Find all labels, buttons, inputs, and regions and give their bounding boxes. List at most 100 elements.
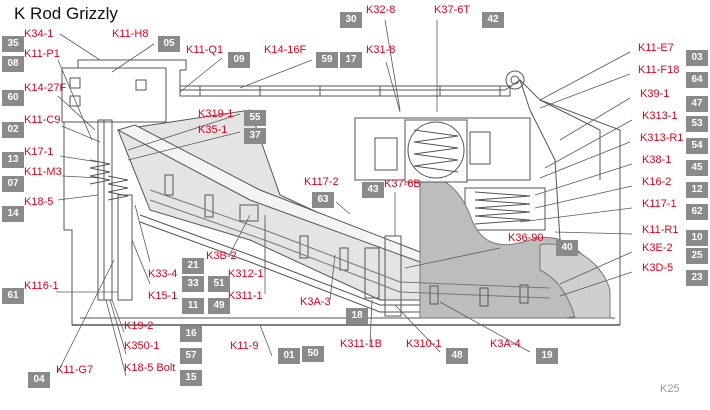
leader-line-17	[385, 61, 401, 113]
callout-number-60: 60	[2, 90, 24, 106]
main-frame-outline	[63, 59, 621, 325]
support-springs	[474, 191, 531, 225]
callout-number-08: 08	[2, 56, 24, 72]
callout-code-k3a-3: K3A-3	[300, 296, 331, 308]
lifting-eye	[505, 70, 525, 90]
leader-line-21	[229, 214, 251, 255]
callout-number-03: 03	[686, 50, 708, 66]
callout-number-02: 02	[2, 122, 24, 138]
leader-line-02	[61, 125, 101, 143]
callout-code-k11-p1: K11-P1	[24, 48, 60, 60]
callout-code-k310-1: K310-1	[406, 338, 442, 350]
callout-number-57: 57	[180, 348, 202, 364]
callout-code-k313-r1: K313-R1	[640, 132, 684, 144]
leader-line-18	[329, 254, 336, 301]
callout-number-45: 45	[686, 160, 708, 176]
callout-number-30: 30	[340, 12, 362, 28]
callout-number-11: 11	[182, 298, 204, 314]
leader-line-19	[439, 301, 531, 353]
callout-code-k18-5-bolt: K18-5 Bolt	[124, 362, 176, 374]
callout-code-k319-1: K319-1	[198, 108, 234, 120]
leader-line-40	[404, 247, 501, 269]
leader-line-62	[519, 207, 633, 223]
leader-line-54	[539, 141, 631, 179]
callout-number-43: 43	[362, 182, 384, 198]
callout-code-k38-1: K38-1	[642, 154, 672, 166]
leader-line-03	[539, 51, 631, 101]
callout-number-12: 12	[686, 182, 708, 198]
leader-line-33	[134, 204, 151, 263]
callout-code-k37-6t: K37-6T	[434, 4, 471, 16]
callout-number-64: 64	[686, 72, 708, 88]
vibrator-springs	[404, 119, 468, 183]
callout-number-50: 50	[302, 346, 324, 362]
callout-number-23: 23	[686, 270, 708, 286]
callout-code-k37-6b: K37-6B	[384, 178, 421, 190]
callout-number-42: 42	[482, 12, 504, 28]
leader-line-13	[59, 155, 99, 163]
callout-code-k14-16f: K14-16F	[264, 44, 307, 56]
callout-code-k33-4: K33-4	[148, 268, 178, 280]
leader-line-63	[335, 201, 351, 215]
callout-number-54: 54	[686, 138, 708, 154]
callout-code-k31-8: K31-8	[366, 44, 396, 56]
leader-line-25	[559, 251, 633, 285]
leader-line-53	[544, 119, 633, 169]
callout-code-k117-2: K117-2	[304, 176, 339, 188]
callout-number-19: 19	[536, 348, 558, 364]
callout-number-15: 15	[180, 370, 202, 386]
callout-number-14: 14	[2, 206, 24, 222]
callout-number-21: 21	[182, 258, 204, 274]
callout-code-k15-1: K15-1	[148, 290, 178, 302]
diagram-title: K Rod Grizzly	[14, 4, 118, 23]
callout-number-16: 16	[180, 326, 202, 342]
leader-line-01	[259, 324, 273, 357]
leader-line-23	[559, 271, 633, 297]
leader-line-59	[239, 59, 313, 89]
leader-line-30	[384, 19, 401, 111]
leader-line-08	[57, 59, 93, 141]
deck-brackets	[164, 174, 529, 307]
leader-line-64	[539, 73, 631, 109]
leader-line-12	[534, 185, 633, 209]
callout-code-k32-8: K32-8	[366, 4, 396, 16]
callout-code-k11-9: K11-9	[230, 340, 259, 352]
callout-number-51: 51	[208, 276, 230, 292]
callout-number-61: 61	[2, 288, 24, 304]
leader-line-04	[57, 259, 115, 373]
callout-code-k313-1: K313-1	[642, 110, 678, 122]
leader-line-11	[131, 239, 151, 285]
callout-code-k312-1: K312-1	[228, 268, 264, 280]
callout-number-55: 55	[244, 110, 266, 126]
callout-code-k16-2: K16-2	[642, 176, 672, 188]
callout-code-k17-1: K17-1	[24, 146, 54, 158]
callout-number-62: 62	[686, 204, 708, 220]
callout-number-37: 37	[244, 128, 266, 144]
callout-number-05: 05	[158, 36, 180, 52]
callout-code-k3d-5: K3D-5	[642, 262, 674, 274]
callout-code-k311-1: K311-1	[228, 290, 263, 302]
leader-line-55	[127, 113, 241, 151]
leader-line-45	[534, 163, 633, 196]
leader-line-15	[105, 299, 127, 377]
leader-line-57	[109, 299, 127, 355]
callout-number-17: 17	[340, 52, 362, 68]
callout-number-10: 10	[686, 230, 708, 246]
callout-number-09: 09	[228, 52, 250, 68]
callout-code-k11-f18: K11-F18	[638, 64, 680, 76]
callout-number-59: 59	[316, 52, 338, 68]
callout-code-k3a-4: K3A-4	[490, 338, 521, 350]
callout-code-k35-1: K35-1	[198, 124, 228, 136]
callout-code-k350-1: K350-1	[124, 340, 160, 352]
leader-line-07	[61, 175, 101, 179]
leader-line-35	[59, 33, 101, 61]
callout-code-k11-q1: K11-Q1	[186, 44, 224, 56]
callout-code-k117-1: K117-1	[642, 198, 677, 210]
callout-code-k34-1: K34-1	[24, 28, 54, 40]
callout-number-13: 13	[2, 152, 24, 168]
callout-number-40: 40	[556, 240, 578, 256]
callout-code-k311-1b: K311-1B	[340, 338, 382, 350]
callout-code-k116-1: K116-1	[24, 280, 59, 292]
